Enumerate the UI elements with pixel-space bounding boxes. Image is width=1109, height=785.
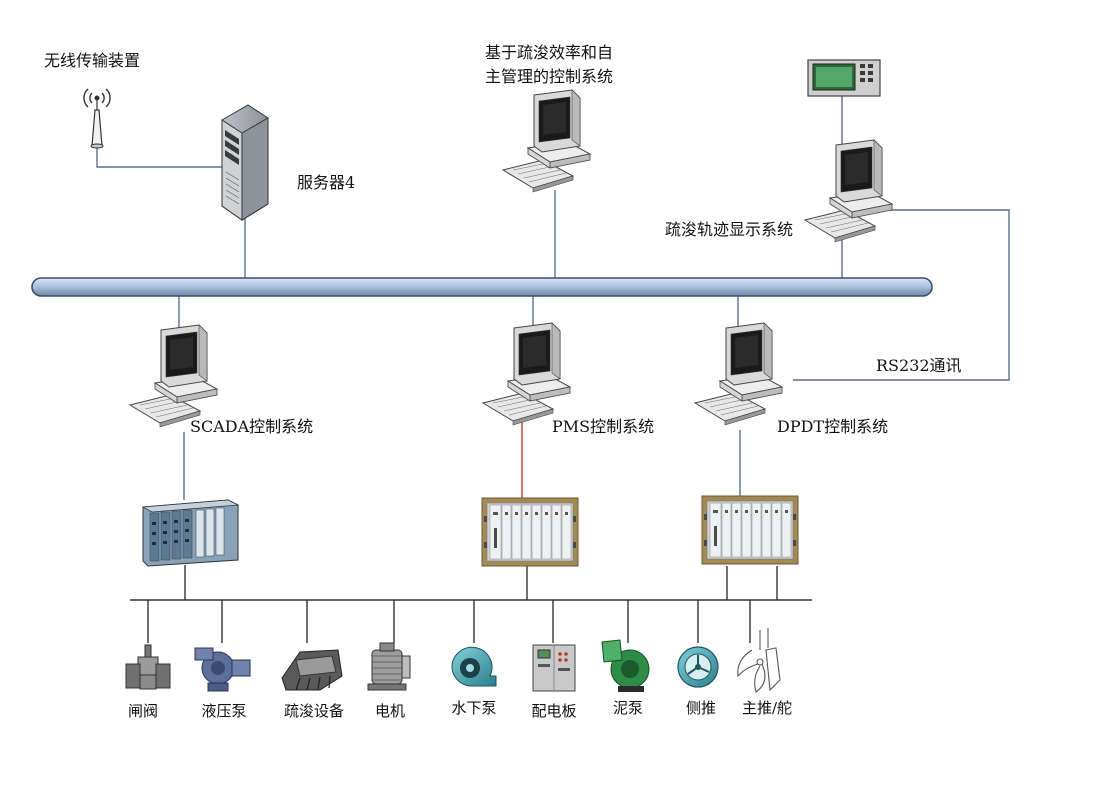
antenna-icon [83, 88, 111, 149]
ethernet-bus [31, 277, 933, 297]
pms-pc-icon [482, 322, 571, 426]
link-lines [96, 95, 1010, 643]
submersible-pump-icon [451, 646, 497, 687]
motor-icon [367, 642, 411, 691]
dpdt-pc-icon [694, 322, 783, 426]
device-label-mud-pump: 泥泵 [612, 699, 644, 717]
mud-pump-icon [601, 639, 650, 692]
device-label-main-thruster-rudder: 主推/舵 [741, 699, 793, 717]
link-antenna-server [96, 145, 228, 168]
scada-rack-icon [141, 499, 240, 567]
dpdt-system-label: DPDT控制系统 [777, 417, 889, 436]
wireless-device-label: 无线传输装置 [44, 51, 141, 70]
side-thruster-icon [677, 646, 719, 688]
device-label-motor: 电机 [374, 702, 406, 720]
efficiency-pc-icon [502, 89, 591, 193]
dpdt-rack-icon [701, 495, 799, 565]
device-label-side-thruster: 侧推 [685, 699, 717, 717]
server-icon [221, 104, 269, 221]
gate-valve-icon [125, 644, 171, 690]
trajectory-pc-icon [804, 139, 893, 243]
pms-rack-icon [481, 497, 579, 567]
device-label-dredging-equipment: 疏浚设备 [283, 702, 345, 720]
device-label-gate-valve: 闸阀 [127, 702, 159, 720]
hydraulic-pump-icon [194, 647, 251, 692]
scada-system-label: SCADA控制系统 [190, 417, 314, 436]
efficiency-system-label-line1: 基于疏浚效率和自 [485, 43, 614, 62]
hmi-panel-icon [807, 59, 881, 97]
dredging-equipment-icon [281, 649, 343, 691]
server-label: 服务器4 [297, 173, 356, 192]
trajectory-system-label: 疏浚轨迹显示系统 [665, 220, 794, 239]
rs232-label: RS232通讯 [876, 356, 962, 375]
main-thruster-rudder-icon [737, 628, 781, 693]
rs232-link [793, 209, 1010, 381]
pms-system-label: PMS控制系统 [552, 417, 655, 436]
efficiency-system-label-line2: 主管理的控制系统 [485, 67, 614, 86]
device-label-submersible-pump: 水下泵 [451, 699, 497, 717]
scada-pc-icon [129, 324, 218, 428]
device-label-switchboard: 配电板 [531, 702, 577, 720]
switchboard-icon [532, 644, 576, 692]
device-label-hydraulic-pump: 液压泵 [201, 702, 247, 720]
